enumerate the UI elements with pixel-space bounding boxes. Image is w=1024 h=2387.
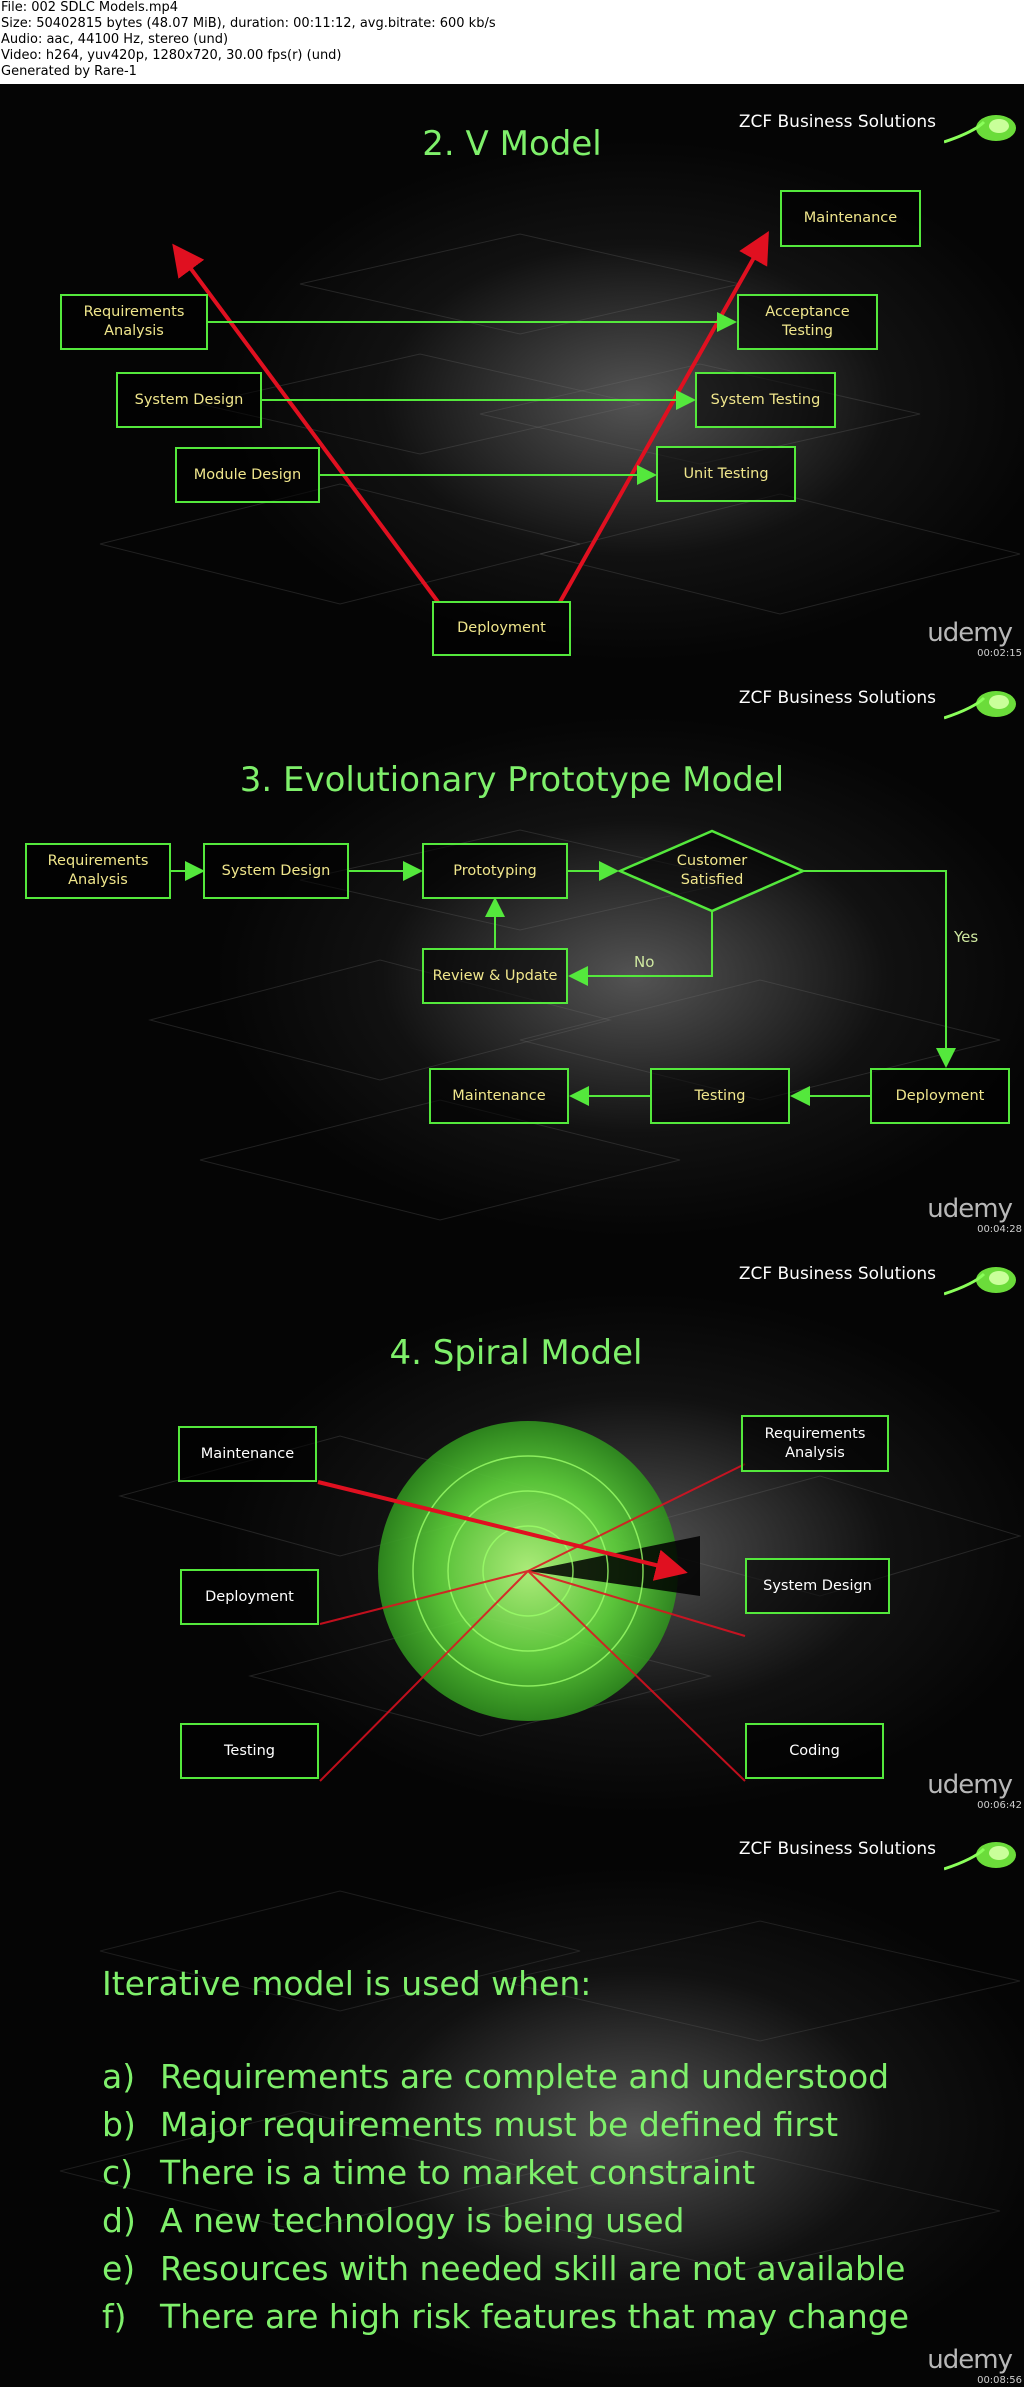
- maintenance-box: Maintenance: [780, 190, 921, 247]
- spiral-ring: [447, 1490, 609, 1652]
- comet-logo-icon: [944, 691, 1016, 720]
- list-item: f) There are high risk features that may …: [102, 2297, 909, 2336]
- system-design-box: System Design: [745, 1558, 890, 1614]
- system-design-box: System Design: [116, 372, 262, 428]
- timestamp: 00:06:42: [977, 1800, 1022, 1811]
- spiral-ring: [482, 1525, 574, 1617]
- spiral-pointer: [527, 1570, 746, 1637]
- list-marker: d): [102, 2201, 136, 2240]
- maintenance-box: Maintenance: [429, 1068, 569, 1124]
- file-info-line: File: 002 SDLC Models.mp4: [1, 0, 179, 15]
- list-text: Resources with needed skill are not avai…: [160, 2249, 906, 2288]
- timestamp: 00:08:56: [977, 2375, 1022, 2386]
- frame-spiral-model: ZCF Business Solutions 4. Spiral Model: [0, 1236, 1024, 1812]
- list-item: a) Requirements are complete and understo…: [102, 2057, 889, 2096]
- slide-title: 3. Evolutionary Prototype Model: [239, 760, 785, 800]
- v-right-red-arrow: [558, 231, 769, 603]
- comet-logo-icon: [944, 1842, 1016, 1871]
- cube-background: [59, 1890, 1021, 2272]
- system-testing-box: System Testing: [695, 372, 836, 428]
- cube-background: [99, 233, 1021, 615]
- frame-v-model: ZCF Business Solutions 2. V Model Requir…: [0, 84, 1024, 660]
- list-marker: a): [102, 2057, 136, 2096]
- list-item: c) There is a time to market constraint: [102, 2153, 755, 2192]
- testing-box: Testing: [650, 1068, 790, 1124]
- file-info-line: Generated by Rare-1: [1, 64, 137, 79]
- file-info-line: Video: h264, yuv420p, 1280x720, 30.00 fp…: [1, 48, 342, 63]
- file-info-line: Audio: aac, 44100 Hz, stereo (und): [1, 32, 229, 47]
- comet-logo-icon: [944, 1267, 1016, 1296]
- v-model-arrows: [172, 231, 769, 604]
- spiral-pointer: [319, 1570, 529, 1782]
- timestamp: 00:02:15: [977, 648, 1022, 659]
- list-item: d) A new technology is being used: [102, 2201, 684, 2240]
- unit-testing-box: Unit Testing: [656, 446, 796, 502]
- deployment-box: Deployment: [432, 601, 571, 656]
- requirements-analysis-box: Requirements Analysis: [60, 294, 208, 350]
- deployment-box: Deployment: [870, 1068, 1010, 1124]
- udemy-logo: udemy: [927, 2345, 1013, 2375]
- udemy-logo: udemy: [927, 1770, 1013, 1800]
- spiral-ring: [412, 1455, 644, 1687]
- module-design-box: Module Design: [175, 447, 320, 503]
- yes-label: Yes: [954, 928, 979, 946]
- frame-iterative-model: ZCF Business Solutions Iterative model i…: [0, 1811, 1024, 2387]
- customer-satisfied-diamond: [616, 829, 807, 913]
- customer-satisfied-label: Customer Satisfied: [676, 853, 748, 888]
- testing-box: Testing: [180, 1723, 319, 1779]
- acceptance-testing-box: Acceptance Testing: [737, 294, 878, 350]
- brand-name: ZCF Business Solutions: [738, 1839, 936, 1859]
- list-marker: c): [102, 2153, 134, 2192]
- no-label: No: [634, 953, 655, 971]
- prototype-arrows: [171, 829, 956, 1106]
- udemy-logo: udemy: [927, 618, 1013, 648]
- frame-evolutionary-prototype: ZCF Business Solutions 3. Evolutionary P…: [0, 660, 1024, 1236]
- brand-name: ZCF Business Solutions: [738, 688, 936, 708]
- system-design-box: System Design: [203, 843, 349, 899]
- spiral-pointer: [319, 1570, 529, 1625]
- yes-path-arrow: [803, 870, 956, 1068]
- requirements-analysis-box: Requirements Analysis: [25, 843, 171, 899]
- file-info-header: File: 002 SDLC Models.mp4 Size: 50402815…: [0, 0, 1024, 84]
- deployment-box: Deployment: [180, 1569, 319, 1625]
- brand-name: ZCF Business Solutions: [738, 112, 936, 132]
- spiral-graphic: [317, 1421, 746, 1782]
- list-item: b) Major requirements must be defined fir…: [102, 2105, 838, 2144]
- slide-title: 4. Spiral Model: [389, 1333, 643, 1373]
- list-text: A new technology is being used: [160, 2201, 685, 2240]
- brand-name: ZCF Business Solutions: [738, 1264, 936, 1284]
- list-item: e) Resources with needed skill are not av…: [102, 2249, 905, 2288]
- no-path-arrow: [568, 911, 713, 986]
- v-left-red-arrow: [172, 243, 440, 604]
- coding-box: Coding: [745, 1723, 884, 1779]
- list-text: Requirements are complete and understood: [160, 2057, 890, 2096]
- spiral-pointer: [527, 1463, 746, 1572]
- timestamp: 00:04:28: [977, 1224, 1022, 1235]
- slide-title: 2. V Model: [422, 124, 602, 164]
- list-marker: b): [102, 2105, 136, 2144]
- file-info-line: Size: 50402815 bytes (48.07 MiB), durati…: [1, 16, 496, 31]
- maintenance-red-arrow: [317, 1480, 688, 1581]
- review-update-box: Review & Update: [422, 948, 568, 1004]
- list-marker: f): [102, 2297, 127, 2336]
- slide-heading: Iterative model is used when:: [102, 1964, 592, 2003]
- requirements-analysis-box: Requirements Analysis: [741, 1415, 889, 1472]
- prototyping-box: Prototyping: [422, 843, 568, 899]
- maintenance-box: Maintenance: [178, 1426, 317, 1482]
- list-marker: e): [102, 2249, 136, 2288]
- comet-logo-icon: [944, 115, 1016, 144]
- spiral-pointer: [527, 1570, 746, 1782]
- list-text: There are high risk features that may ch…: [160, 2297, 909, 2336]
- list-text: There is a time to market constraint: [160, 2153, 756, 2192]
- udemy-logo: udemy: [927, 1194, 1013, 1224]
- list-text: Major requirements must be defined first: [160, 2105, 839, 2144]
